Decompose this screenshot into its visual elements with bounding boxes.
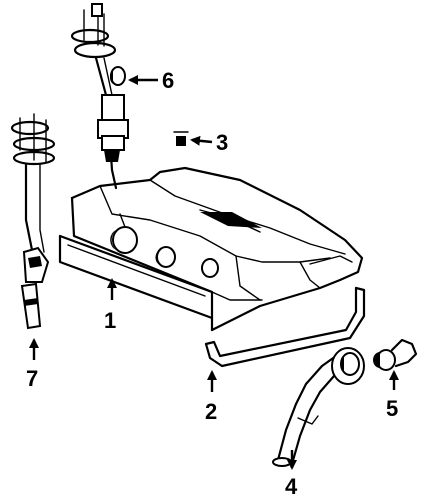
fuel-cap [373, 338, 418, 371]
callout-6-label: 6 [162, 68, 174, 93]
fuel-pump-assembly [70, 3, 189, 190]
fuel-filler-pipe [272, 347, 365, 467]
callout-7-label: 7 [26, 366, 38, 391]
fuel-tank-strap [204, 286, 366, 368]
callout-2-label: 2 [205, 399, 217, 424]
callout-5-label: 5 [386, 396, 398, 421]
fuel-gauge-sending-unit [10, 113, 56, 330]
callout-4-label: 4 [285, 474, 298, 499]
callout-1-label: 1 [104, 308, 116, 333]
fuel-tank [58, 166, 364, 332]
callout-3-leader [190, 135, 213, 146]
callout-3-label: 3 [216, 130, 228, 155]
